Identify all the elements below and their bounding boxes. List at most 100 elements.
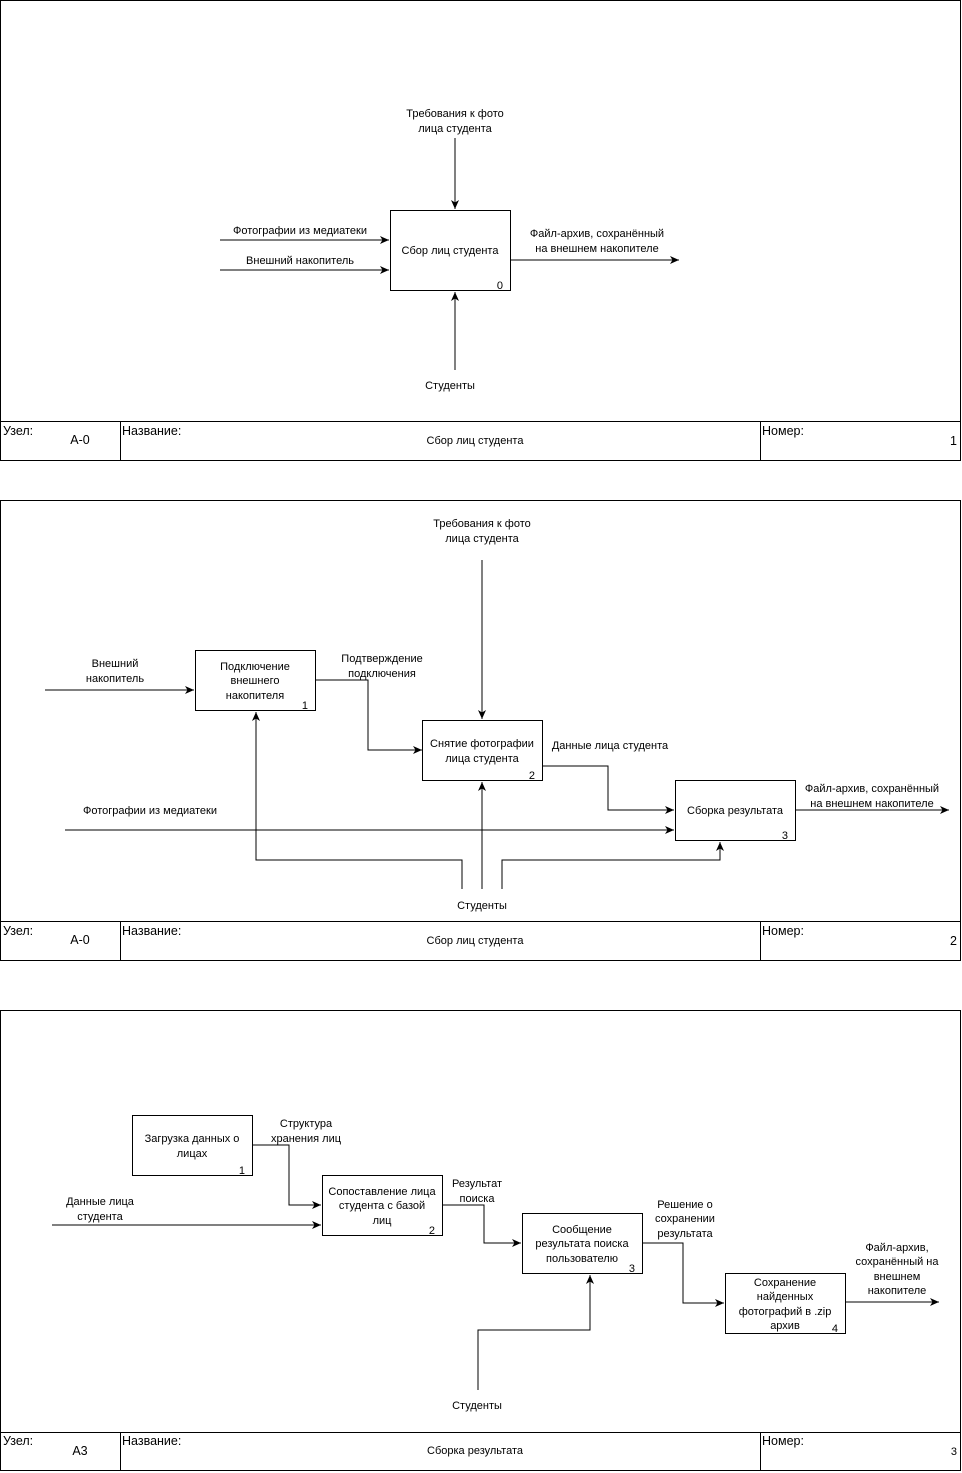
output-label-line: Файл-архив,	[865, 1242, 928, 1254]
name-value: Сбор лиц студента	[427, 435, 525, 447]
mechanism-label: Студенты	[457, 900, 507, 912]
activity-1-label-line: накопителя	[226, 690, 284, 702]
mechanism-label: Студенты	[452, 1400, 502, 1412]
input1-label: Фотографии из медиатеки	[233, 225, 367, 237]
node-caption: Узел:	[3, 924, 33, 938]
activity-1-label-line: Подключение	[220, 661, 290, 673]
activity-box-4	[725, 1273, 846, 1334]
activity-4-number: 4	[832, 1323, 838, 1335]
diagram-3-frame	[0, 1010, 961, 1471]
activity-3-label-line: пользователю	[546, 1253, 618, 1265]
activity-box-1	[132, 1115, 253, 1176]
input-label-line: Данные лица	[66, 1196, 135, 1208]
node-value: А-0	[70, 933, 90, 947]
input-label-line: студента	[77, 1211, 123, 1223]
number-value: 1	[950, 434, 957, 448]
number-caption: Номер:	[762, 1434, 804, 1448]
activity-label: Сбор лиц студента	[402, 245, 500, 257]
activity-box	[390, 210, 511, 291]
arrow-34-label-line: результата	[657, 1228, 713, 1240]
input2-label: Внешний накопитель	[246, 255, 354, 267]
diagram-3: Узел: А3 Название: Сборка результата Ном…	[0, 1010, 961, 1471]
arrow-23-label-line: Результат	[452, 1178, 502, 1190]
activity-4-label-line: архив	[770, 1320, 800, 1332]
name-caption: Название:	[122, 1434, 181, 1448]
activity-3-number: 3	[629, 1263, 635, 1275]
activity-2-label-line: Сопоставление лица	[328, 1186, 436, 1198]
number-value: 3	[951, 1446, 957, 1458]
arrow-12-label-line: Подтверждение	[341, 653, 422, 665]
arrow-23-label: Данные лица студента	[552, 740, 669, 752]
activity-4-label-line: Сохранение	[754, 1277, 816, 1289]
activity-3-label-line: результата поиска	[535, 1238, 629, 1250]
arrow-12-label-line: хранения лиц	[271, 1133, 342, 1145]
activity-box-2	[322, 1175, 443, 1236]
arrow-23	[443, 1204, 521, 1247]
output-label-line: Файл-архив, сохранённый	[530, 228, 664, 240]
activity-2-label-line: студента с базой	[339, 1200, 425, 1212]
activity-3-number: 3	[782, 830, 788, 842]
arrow-12-label-line: Структура	[280, 1118, 333, 1130]
output-label-line: сохранённый на	[856, 1256, 940, 1268]
input-media-label: Фотографии из медиатеки	[83, 805, 217, 817]
activity-3-label: Сборка результата	[687, 805, 784, 817]
node-value: А-0	[70, 433, 90, 447]
activity-number: 0	[497, 280, 503, 292]
activity-box-2	[422, 720, 543, 781]
number-value: 2	[950, 934, 957, 948]
activity-2-label-line: Снятие фотографии	[430, 738, 534, 750]
diagram-2-frame	[0, 500, 961, 961]
diagram-2: Узел: А-0 Название: Сбор лиц студента Но…	[0, 500, 961, 961]
arrow-23-label-line: поиска	[460, 1193, 496, 1205]
arrow-34-label-line: Решение о	[657, 1199, 712, 1211]
name-value: Сборка результата	[427, 1445, 524, 1457]
output-label-line: на внешнем накопителе	[535, 243, 658, 255]
mechanism-label: Студенты	[425, 380, 475, 392]
node-caption: Узел:	[3, 424, 33, 438]
node-caption: Узел:	[3, 1434, 33, 1448]
activity-2-number: 2	[429, 1225, 435, 1237]
output-label-line: накопителе	[868, 1285, 927, 1297]
output-label-line: на внешнем накопителе	[810, 798, 933, 810]
control-label-line: Требования к фото	[406, 108, 504, 120]
arrow-34-label-line: сохранении	[655, 1213, 715, 1225]
input-ext-label-line: накопитель	[86, 673, 144, 685]
mechanism-arrow	[477, 1275, 594, 1390]
activity-1-number: 1	[302, 700, 308, 712]
activity-1-number: 1	[239, 1165, 245, 1177]
node-value: А3	[72, 1444, 87, 1458]
name-caption: Название:	[122, 924, 181, 938]
control-label-line: лица студента	[418, 123, 492, 135]
mechanism-arrow-1	[252, 712, 463, 889]
name-caption: Название:	[122, 424, 181, 438]
diagram-1: Узел: А-0 Название: Сбор лиц студента Но…	[0, 0, 961, 461]
activity-2-label-line: лиц	[373, 1215, 393, 1227]
activity-2-number: 2	[529, 770, 535, 782]
activity-1-label-line: лицах	[177, 1148, 208, 1160]
control-label-line: лица студента	[445, 533, 519, 545]
diagram-1-frame	[0, 0, 961, 461]
number-caption: Номер:	[762, 424, 804, 438]
activity-box-3	[522, 1213, 643, 1274]
arrow-12	[253, 1144, 321, 1209]
mechanism-arrow-3	[501, 842, 724, 889]
output-label-line: Файл-архив, сохранённый	[805, 783, 939, 795]
arrow-12-label-line: подключения	[348, 668, 416, 680]
arrow-34	[643, 1242, 724, 1307]
activity-1-label-line: внешнего	[231, 675, 280, 687]
activity-box-3	[675, 780, 796, 841]
arrow-12	[316, 679, 422, 754]
activity-4-label-line: найденных	[757, 1291, 814, 1303]
activity-3-label-line: Сообщение	[552, 1224, 612, 1236]
activity-box-1	[195, 650, 316, 711]
activity-4-label-line: фотографий в .zip	[739, 1306, 832, 1318]
activity-1-label-line: Загрузка данных о	[145, 1133, 240, 1145]
arrow-23	[543, 765, 674, 814]
activity-2-label-line: лица студента	[445, 753, 519, 765]
number-caption: Номер:	[762, 924, 804, 938]
control-label-line: Требования к фото	[433, 518, 531, 530]
output-label-line: внешнем	[874, 1271, 921, 1283]
name-value: Сбор лиц студента	[427, 935, 525, 947]
input-ext-label-line: Внешний	[92, 658, 139, 670]
